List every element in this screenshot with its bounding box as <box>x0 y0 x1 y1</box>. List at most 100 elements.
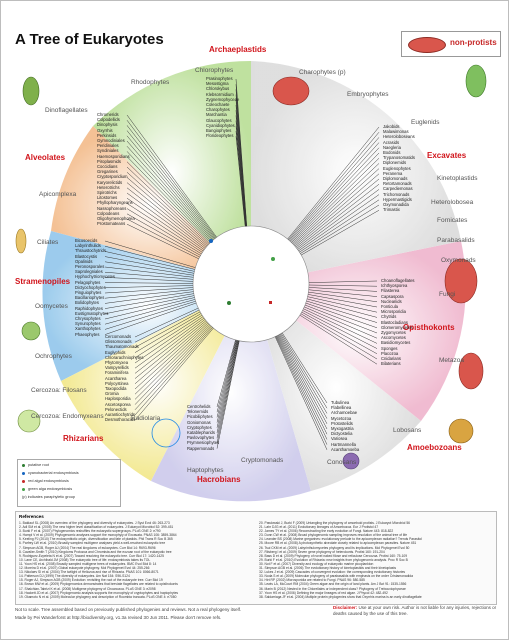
supergroup-hacrobians: Hacrobians <box>197 475 241 484</box>
branch-line <box>299 199 380 253</box>
red-dot-icon <box>22 479 25 483</box>
key-row: green alga endosymbiosis <box>22 487 72 491</box>
taxon-label: Picobiliphytes <box>187 414 213 420</box>
branch-line <box>279 334 328 419</box>
taxon-label: Protostelids <box>331 420 353 426</box>
taxon-label: Chromerids <box>97 112 119 117</box>
group-radiolaria: Radiolaria <box>131 415 161 422</box>
branch-line <box>278 334 328 424</box>
branch-line <box>282 332 328 404</box>
foram-illustration <box>17 409 41 433</box>
reference-entry: 6. Parfrey LW et al. (2010) Broadly samp… <box>19 541 166 546</box>
branch-line <box>306 300 378 323</box>
branch-line <box>289 142 380 242</box>
group-charophytes: Charophytes (p) <box>299 69 346 76</box>
branch-line <box>134 314 203 359</box>
taxon-label: Acantharea <box>105 375 127 381</box>
taxon-label: Dictyostelia <box>331 431 353 437</box>
branch-line <box>126 140 214 241</box>
branch-line <box>126 192 205 250</box>
taxon-label: Blastocladians <box>381 319 409 325</box>
taxon-label: Foraminifera <box>105 370 129 376</box>
supergroup-rhizarians: Rhizarians <box>63 434 104 443</box>
branch-line <box>126 182 207 248</box>
reference-entry: 37. Yoon HS et al. (2006) Defining the m… <box>259 590 388 595</box>
branch-line <box>126 125 216 239</box>
taxon-label: Fonticula <box>381 304 398 309</box>
reference-entry: 2. Adl SM et al. (2005) The new higher l… <box>19 525 174 530</box>
branch-line <box>235 130 246 227</box>
taxon-label: Jakobids <box>383 124 400 129</box>
branch-line <box>104 293 194 309</box>
taxon-label: Phaeophytes <box>75 331 100 337</box>
reference-entry: 16. Brown MW et al. (2009) Phylogenomics… <box>19 582 178 587</box>
taxon-label: Glomeromycetes <box>381 324 413 330</box>
branch-line <box>126 130 215 240</box>
root-dot-icon <box>22 463 25 467</box>
branch-line <box>134 324 211 400</box>
non-protist-label: non-protists <box>450 38 497 47</box>
reference-entry: 31. Simpson AGB et al. (2006) The evolut… <box>259 566 397 571</box>
legend-key: putative root cyanobacterial endosymbios… <box>17 459 121 507</box>
reference-entry: 27. Riisberg I et al. (2009) Seven gene … <box>259 549 385 554</box>
taxon-label: Karyorelictids <box>97 179 123 185</box>
taxon-label: Saprolegniales <box>75 269 103 275</box>
key-label: (p) indicates paraphyletic group <box>22 495 75 499</box>
non-protist-legend: non-protists <box>401 31 501 57</box>
amoeba-illustration <box>448 418 474 444</box>
supergroup-stramenopiles: Stramenopiles <box>15 277 71 286</box>
branch-line <box>293 168 380 246</box>
branch-line <box>294 173 380 247</box>
branch-line <box>104 277 194 282</box>
mushroom-illustration <box>444 258 478 304</box>
group-fungi: Fungi <box>439 291 456 298</box>
branch-line <box>134 320 207 379</box>
organism-illustrations <box>15 64 487 470</box>
reference-entry: 23. Dunn CW et al. (2008) Broad phylogen… <box>259 533 408 538</box>
taxon-label: Xanthophytes <box>75 326 101 332</box>
taxon-label: Rappemonads <box>187 445 215 451</box>
taxon-label: Aurantiochytrids <box>105 412 136 417</box>
taxon-label: Pinguiophytes <box>75 290 102 295</box>
branch-line <box>216 340 237 418</box>
taxon-label: Peranema <box>383 170 403 176</box>
branch-line <box>308 289 378 297</box>
supergroup-amoebozoans: Amoebozoans <box>407 443 462 452</box>
taxon-label: Ascomycetes <box>381 335 406 341</box>
plant-illustration <box>272 76 310 106</box>
branch-line <box>281 333 328 409</box>
branch-line <box>134 322 209 390</box>
group-conosans: Conosans <box>327 459 357 466</box>
branch-line <box>134 327 214 421</box>
reference-entry: 17. Shalchian-Tabrizi K et al. (2008) Mu… <box>19 586 156 591</box>
reference-entry: 36. Marin B (2012) Nested in the Chlorel… <box>259 586 406 591</box>
cyano-dot-icon <box>22 471 25 475</box>
taxon-label: Cryptosporidium <box>97 174 128 180</box>
taxon-label: Mycetozoa <box>331 415 352 421</box>
branch-line <box>126 203 203 253</box>
branch-line <box>305 302 378 329</box>
cyanobacterial-endosymbiosis-marker <box>209 239 213 243</box>
supergroup-archaeplastids: Archaeplastids <box>209 45 267 54</box>
reference-entry: 30. Not F et al. (2007) Diversity and ec… <box>259 561 374 566</box>
reference-entry: 28. Bass D et al. (2009) Phylogeny of no… <box>259 553 408 558</box>
branch-line <box>216 340 240 449</box>
reference-entry: 10. Lane CE, Archibald JM (2008) The euk… <box>19 557 151 562</box>
taxon-label: Malawimonas <box>383 129 409 135</box>
branch-line <box>277 335 328 430</box>
branch-line <box>134 325 211 405</box>
taxon-label: Naegleria <box>383 144 401 150</box>
taxon-label: Bicosoecids <box>75 238 98 243</box>
group-dinoflagellates: Dinoflagellates <box>45 107 88 114</box>
taxon-label: Coccidians <box>97 164 118 169</box>
taxon-label: Perkinsids <box>97 132 117 138</box>
branch-line <box>104 299 196 325</box>
taxon-label: Phytomyxea <box>105 360 129 365</box>
branch-line <box>216 340 238 428</box>
branch-line <box>104 245 195 270</box>
root-circle <box>192 225 310 343</box>
key-row: cyanobacterial endosymbiosis <box>22 471 79 475</box>
branch-line <box>300 204 380 254</box>
branch-line <box>126 156 211 243</box>
group-embryophytes: Embryophytes <box>347 91 389 98</box>
